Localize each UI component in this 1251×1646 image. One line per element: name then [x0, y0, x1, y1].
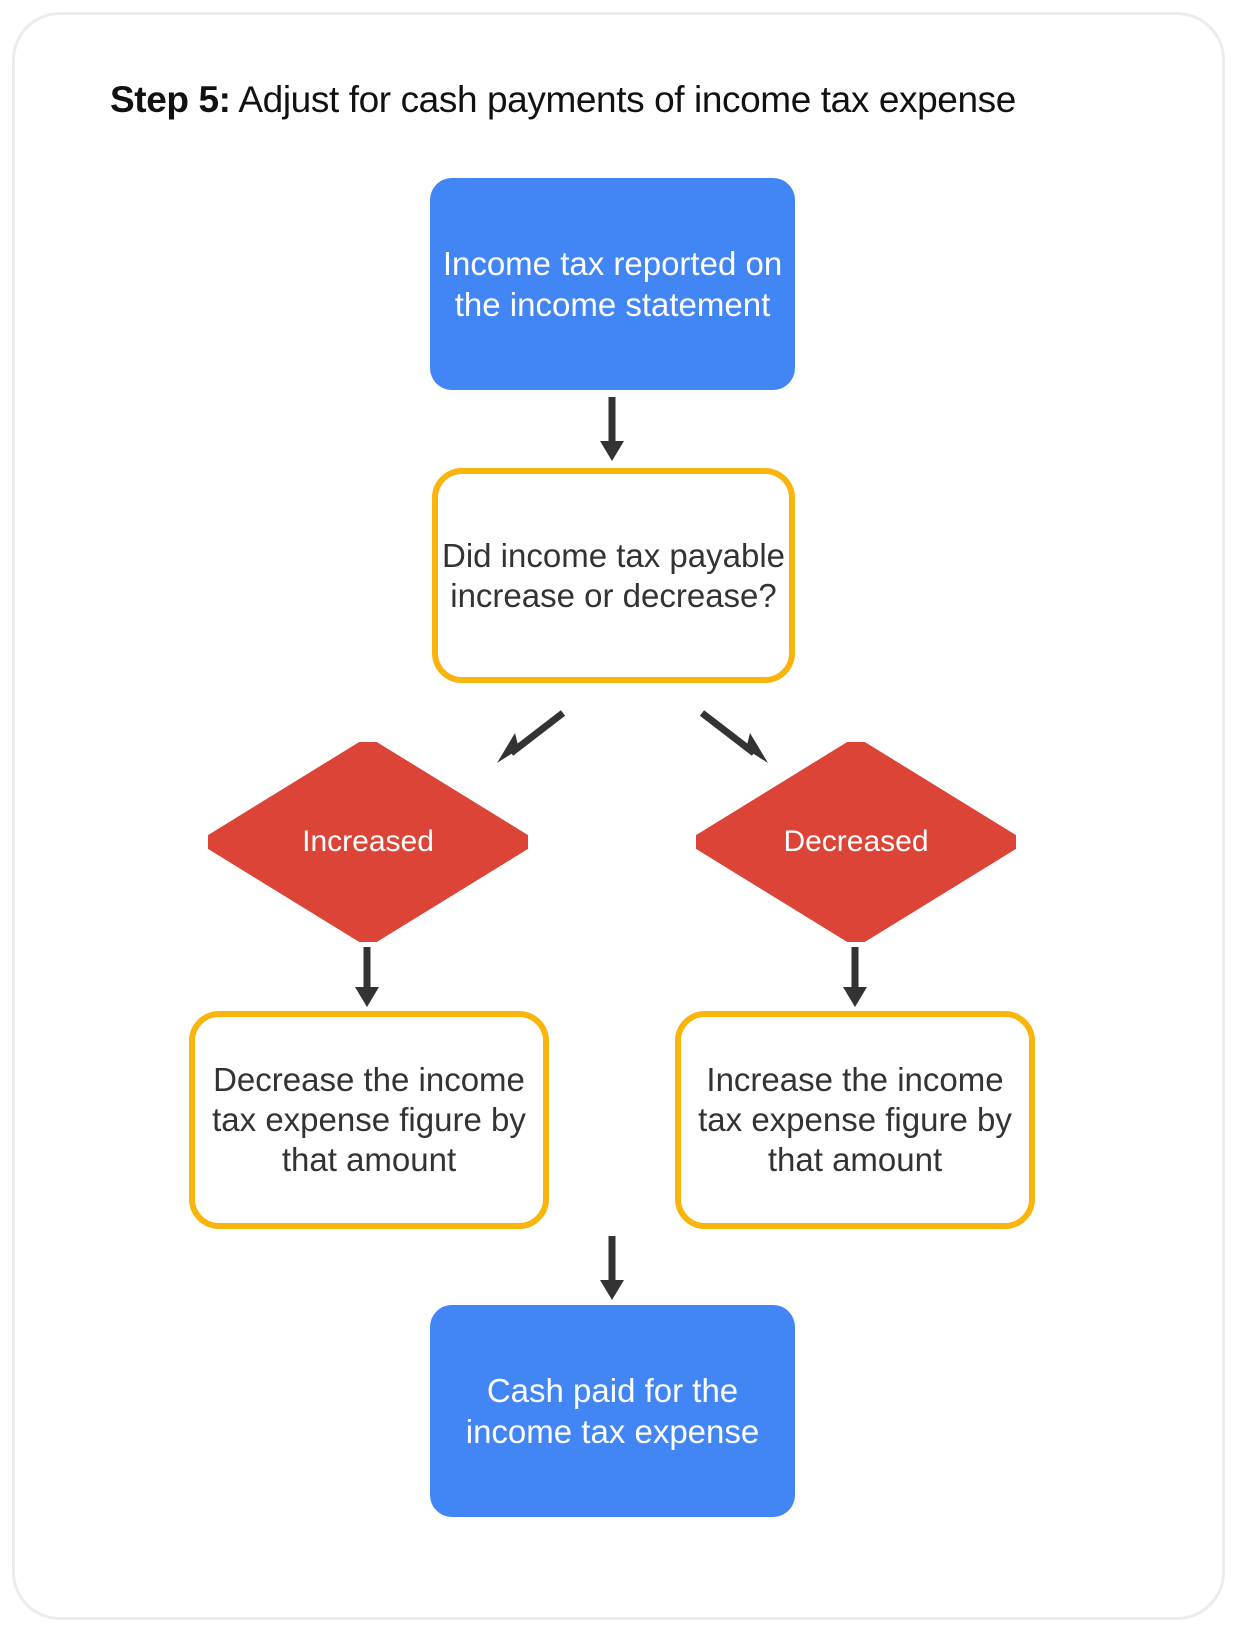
page-title: Step 5: Adjust for cash payments of inco…	[110, 77, 1130, 123]
node-income-tax-reported[interactable]: Income tax reported on the income statem…	[430, 178, 795, 390]
node-decrease-expense[interactable]: Decrease the income tax expense figure b…	[189, 1011, 549, 1229]
node-decreased-label: Decreased	[783, 825, 929, 858]
flowchart-card: Step 5: Adjust for cash payments of inco…	[12, 12, 1225, 1620]
node-question-label: Did income tax payable increase or decre…	[441, 536, 786, 614]
arrow-down-icon	[843, 947, 867, 1007]
node-cash-paid-label: Cash paid for the income tax expense	[465, 1372, 760, 1450]
diamond-shape-icon	[696, 742, 1016, 942]
node-income-tax-reported-label: Income tax reported on the income statem…	[442, 245, 783, 323]
page-title-step: Step 5:	[110, 79, 231, 120]
node-increased-label: Increased	[302, 825, 434, 858]
diamond-shape-icon	[208, 742, 528, 942]
page-title-rest: Adjust for cash payments of income tax e…	[230, 79, 1016, 120]
arrow-down-right-icon	[699, 710, 768, 763]
arrow-down-icon	[600, 397, 624, 461]
arrow-down-icon	[355, 947, 379, 1007]
node-increased[interactable]: Increased	[208, 742, 528, 942]
arrow-down-left-icon	[497, 710, 566, 763]
node-increase-expense[interactable]: Increase the income tax expense figure b…	[675, 1011, 1035, 1229]
node-question[interactable]: Did income tax payable increase or decre…	[432, 468, 795, 683]
node-cash-paid[interactable]: Cash paid for the income tax expense	[430, 1305, 795, 1517]
node-increase-expense-label: Increase the income tax expense figure b…	[698, 1061, 1012, 1178]
node-decrease-expense-label: Decrease the income tax expense figure b…	[212, 1061, 526, 1178]
node-decreased[interactable]: Decreased	[696, 742, 1016, 942]
arrow-down-icon	[600, 1236, 624, 1300]
